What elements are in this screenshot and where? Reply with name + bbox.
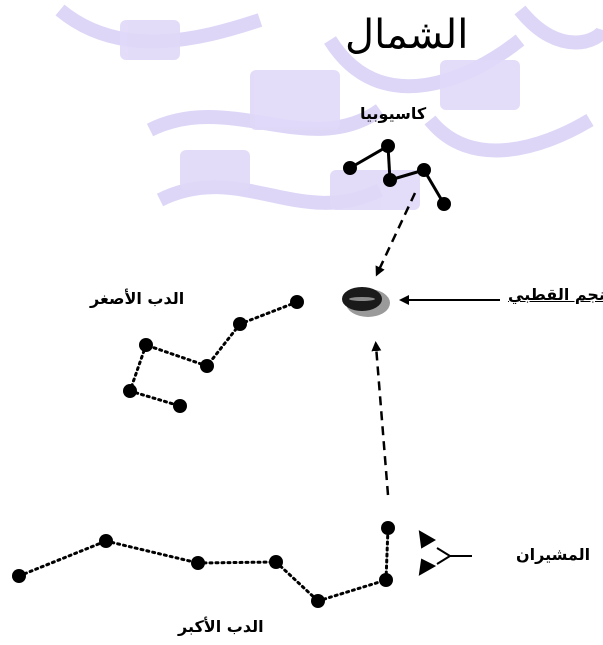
star — [99, 534, 113, 548]
star — [381, 139, 395, 153]
star — [123, 384, 137, 398]
star — [233, 317, 247, 331]
star — [383, 173, 397, 187]
pointers-indicator — [418, 530, 472, 576]
star — [381, 521, 395, 535]
little-dipper-constellation — [128, 300, 299, 408]
polaris-label: النجم القطبي — [508, 285, 603, 304]
star — [200, 359, 214, 373]
star — [269, 555, 283, 569]
cassiopeia-label: كاسيوبيا — [360, 104, 427, 123]
little-dipper-stars — [123, 295, 304, 413]
little-dipper-label: الدب الأصغر — [90, 289, 185, 308]
big-dipper-constellation — [17, 526, 390, 603]
big-dipper-label: الدب الأكبر — [178, 617, 264, 636]
pointers-label: المشيران — [516, 545, 591, 564]
north-title: الشمال — [345, 12, 469, 58]
star — [379, 573, 393, 587]
star — [12, 569, 26, 583]
star — [139, 338, 153, 352]
watermark-dots — [120, 20, 520, 210]
cassiopeia-stars — [343, 139, 451, 211]
pointers-arrow — [371, 341, 390, 496]
polaris-star — [342, 287, 390, 317]
star — [343, 161, 357, 175]
star — [311, 594, 325, 608]
star — [290, 295, 304, 309]
star — [191, 556, 205, 570]
star — [417, 163, 431, 177]
big-dipper-stars — [12, 521, 395, 608]
star — [437, 197, 451, 211]
star — [173, 399, 187, 413]
